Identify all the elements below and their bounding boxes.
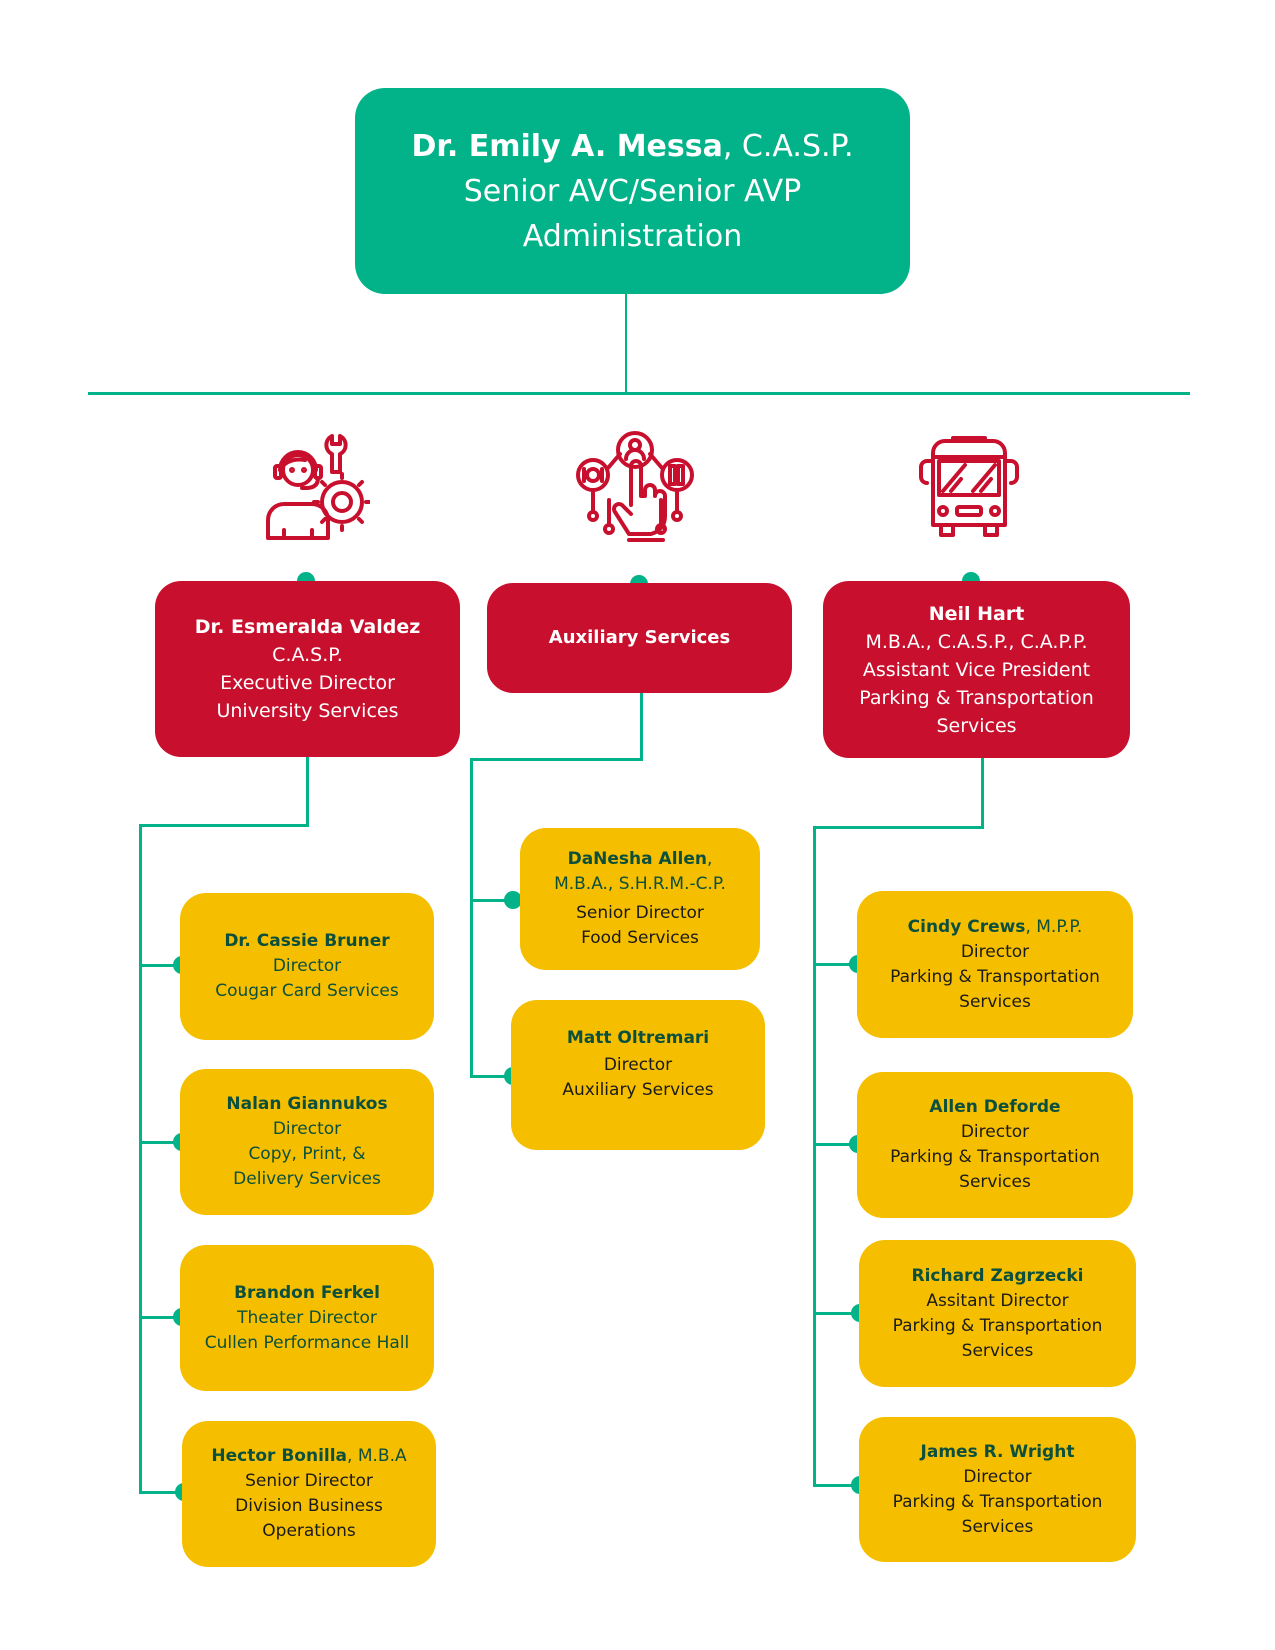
report-name: Matt Oltremari: [566, 1028, 710, 1048]
report-line: Director: [603, 1055, 673, 1075]
root-node: Dr. Emily A. Messa, C.A.S.P. Senior AVC/…: [355, 88, 910, 294]
report-credentials-line: M.B.A., S.H.R.M.-C.P.: [554, 874, 726, 894]
division-connector: [981, 758, 984, 828]
report-name: DaNesha Allen: [567, 849, 707, 869]
division-node-university-services: Dr. Esmeralda Valdez C.A.S.P. Executive …: [155, 581, 460, 757]
report-branch: [139, 1491, 183, 1494]
report-branch: [139, 964, 181, 967]
report-node: Allen Deforde Director Parking & Transpo…: [857, 1072, 1133, 1218]
report-name: Richard Zagrzecki: [911, 1265, 1084, 1286]
root-credentials: , C.A.S.P.: [722, 128, 854, 164]
division-bus-line: [88, 392, 1190, 395]
division-line: M.B.A., C.A.S.P., C.A.P.P.: [865, 630, 1088, 653]
report-node: Richard Zagrzecki Assitant Director Park…: [859, 1240, 1136, 1387]
report-line: Copy, Print, &: [248, 1144, 366, 1164]
report-branch: [813, 1484, 859, 1487]
division-name: Dr. Esmeralda Valdez: [194, 616, 421, 638]
report-line: Director: [960, 1122, 1030, 1142]
division-connector: [470, 758, 643, 761]
report-name: Brandon Ferkel: [234, 1282, 380, 1303]
division-line: Assistant Vice President: [862, 658, 1091, 681]
division-connector: [813, 826, 984, 829]
report-line: Theater Director: [237, 1307, 377, 1328]
report-line: Assitant Director: [926, 1290, 1069, 1311]
division-node-auxiliary-services: Auxiliary Services: [487, 583, 792, 693]
division-connector: [139, 824, 309, 827]
division-node-parking-transportation: Neil Hart M.B.A., C.A.S.P., C.A.P.P. Ass…: [823, 581, 1130, 758]
root-name-line: Dr. Emily A. Messa, C.A.S.P.: [412, 124, 854, 169]
report-name: Dr. Cassie Bruner: [224, 931, 390, 951]
report-line: Services: [961, 1340, 1034, 1361]
report-node: Cindy Crews, M.P.P. Director Parking & T…: [857, 891, 1133, 1038]
report-line: Parking & Transportation: [892, 1315, 1103, 1336]
root-title: Senior AVC/Senior AVP: [463, 173, 802, 209]
report-name-line: Hector Bonilla, M.B.A: [211, 1444, 406, 1469]
report-name: Allen Deforde: [929, 1097, 1061, 1117]
report-line: Operations: [262, 1521, 356, 1541]
report-line: Cullen Performance Hall: [204, 1332, 410, 1353]
report-branch: [470, 1075, 512, 1078]
root-name: Dr. Emily A. Messa: [411, 128, 723, 164]
division-name: Auxiliary Services: [548, 627, 731, 648]
division-line: Services: [936, 714, 1017, 737]
report-name-line: Cindy Crews, M.P.P.: [908, 915, 1083, 940]
report-line: Services: [959, 991, 1031, 1012]
report-branch: [813, 1143, 857, 1146]
report-line: Parking & Transportation: [892, 1491, 1103, 1512]
report-branch: [139, 1316, 181, 1319]
report-line: Parking & Transportation: [890, 966, 1100, 987]
report-line: Senior Director: [576, 903, 704, 923]
reports-trunk: [470, 758, 473, 1078]
division-name: Neil Hart: [928, 602, 1025, 625]
bus-icon: [917, 435, 1021, 540]
report-branch: [470, 899, 512, 902]
root-connector: [625, 294, 627, 394]
report-credentials: , M.B.A: [347, 1446, 407, 1466]
report-name: Cindy Crews: [907, 916, 1026, 937]
report-name: James R. Wright: [920, 1441, 1075, 1462]
report-node: Brandon Ferkel Theater Director Cullen P…: [180, 1245, 434, 1391]
division-connector: [306, 757, 309, 827]
report-line: Auxiliary Services: [562, 1080, 714, 1100]
customer-service-tools-icon: [258, 430, 370, 542]
touch-services-icon: [575, 430, 695, 545]
report-node: DaNesha Allen, M.B.A., S.H.R.M.-C.P. Sen…: [520, 828, 760, 970]
report-line: Division Business: [235, 1496, 383, 1516]
report-node: Matt Oltremari Director Auxiliary Servic…: [511, 1000, 765, 1150]
report-line: Senior Director: [245, 1471, 373, 1491]
report-line: Services: [961, 1516, 1034, 1537]
report-line: Parking & Transportation: [890, 1147, 1100, 1167]
report-name: Nalan Giannukos: [226, 1094, 388, 1114]
report-line: Director: [272, 1119, 342, 1139]
report-line: Delivery Services: [233, 1169, 381, 1189]
division-line: C.A.S.P.: [272, 644, 343, 666]
report-name: Hector Bonilla: [211, 1446, 348, 1466]
division-line: University Services: [216, 700, 399, 722]
report-branch: [813, 963, 857, 966]
report-node: James R. Wright Director Parking & Trans…: [859, 1417, 1136, 1562]
report-branch: [813, 1312, 859, 1315]
reports-trunk: [139, 824, 142, 1494]
report-line: Director: [272, 956, 342, 976]
report-branch: [139, 1141, 181, 1144]
report-node: Nalan Giannukos Director Copy, Print, & …: [180, 1069, 434, 1215]
root-department: Administration: [522, 218, 743, 254]
report-line: Director: [963, 1466, 1032, 1487]
report-line: Director: [960, 941, 1030, 962]
report-credentials: , M.P.P.: [1025, 916, 1083, 937]
report-connector-dot: [504, 891, 522, 909]
report-node: Hector Bonilla, M.B.A Senior Director Di…: [182, 1421, 436, 1567]
report-credentials: ,: [707, 849, 713, 869]
report-line: Services: [959, 1172, 1031, 1192]
reports-trunk: [813, 826, 816, 1486]
report-line: Cougar Card Services: [215, 981, 399, 1001]
report-node: Dr. Cassie Bruner Director Cougar Card S…: [180, 893, 434, 1040]
division-line: Executive Director: [220, 672, 395, 694]
report-name-line: DaNesha Allen,: [568, 847, 713, 872]
division-line: Parking & Transportation: [859, 686, 1094, 709]
division-connector: [640, 693, 643, 761]
report-line: Food Services: [581, 928, 699, 948]
